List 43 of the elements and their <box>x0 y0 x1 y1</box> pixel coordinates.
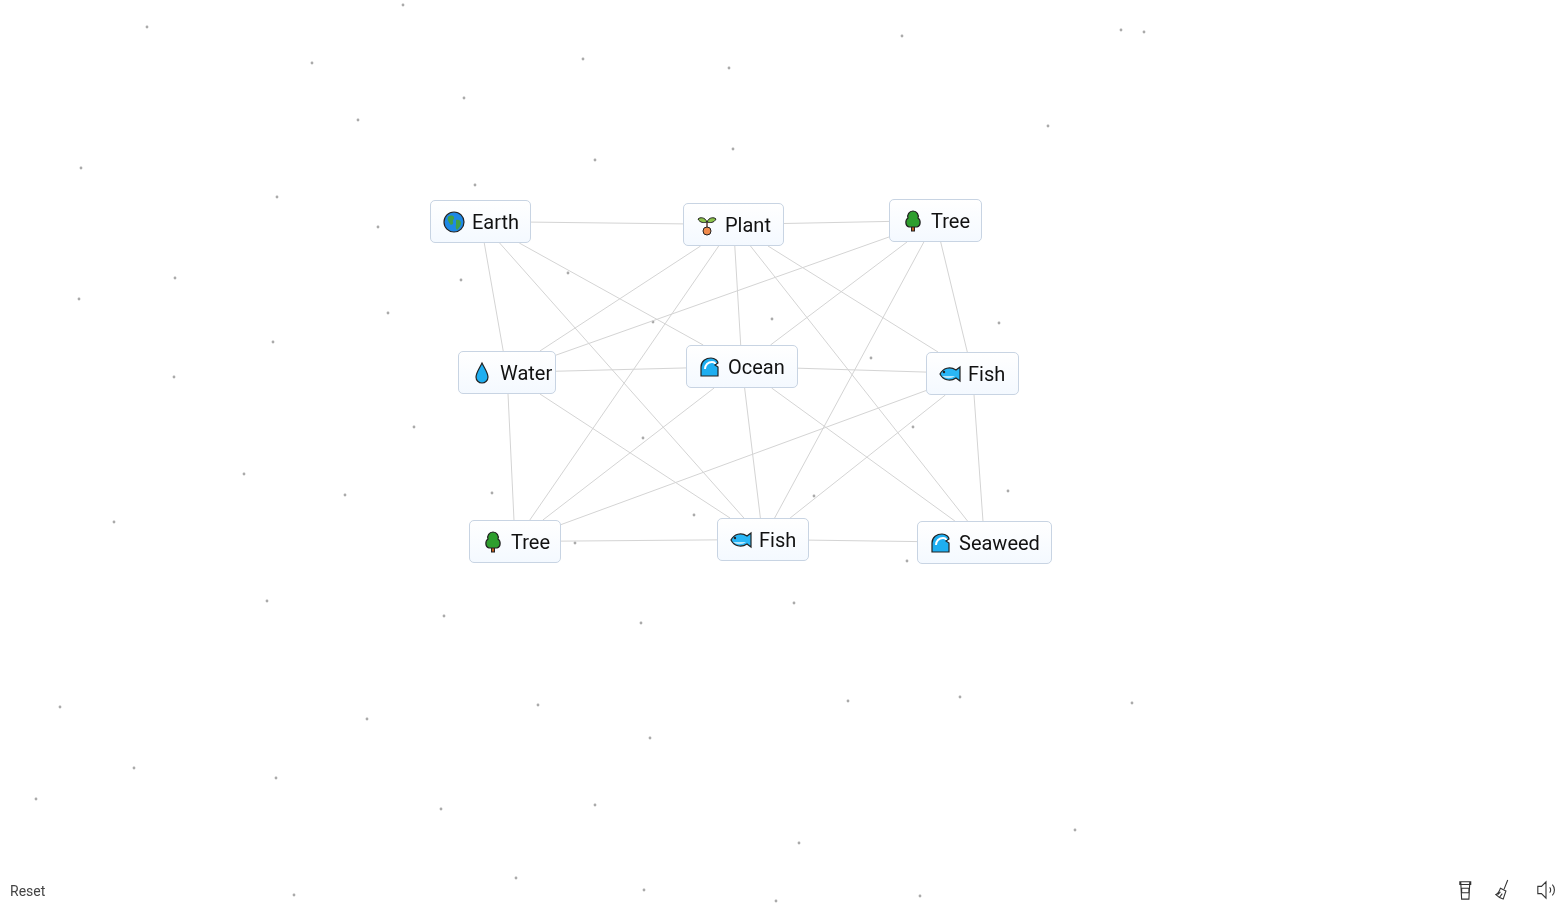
element-name: Ocean <box>728 354 785 379</box>
connector-line <box>555 236 890 356</box>
connector-line <box>767 245 939 353</box>
element-card <box>458 351 556 394</box>
element-name: Tree <box>511 529 550 554</box>
element-card <box>926 352 1019 395</box>
element-card <box>889 199 982 242</box>
element-name: Tree <box>931 208 970 233</box>
reset-link: Reset <box>10 883 46 899</box>
connector-line <box>789 394 946 519</box>
connector-line <box>539 245 702 352</box>
element-name: Plant <box>725 212 771 237</box>
connector-line <box>530 221 684 225</box>
connector-line <box>797 367 927 373</box>
element-name: Seaweed <box>959 530 1040 555</box>
element-name: Fish <box>968 361 1006 386</box>
connector-line <box>749 245 969 522</box>
connector-line <box>770 241 908 346</box>
connector-line <box>940 241 968 353</box>
connector-line <box>734 245 742 346</box>
element-name: Fish <box>759 527 797 552</box>
connector-line <box>774 241 925 519</box>
connector-line <box>808 539 918 543</box>
connector-line <box>973 394 984 522</box>
element-card <box>430 200 531 243</box>
element-card <box>683 203 784 246</box>
element-name: Earth <box>472 209 520 234</box>
connector-line <box>499 242 745 519</box>
connector-line <box>483 242 504 352</box>
element-name: Water <box>500 360 553 385</box>
connector-line <box>771 387 956 522</box>
element-card <box>917 521 1052 564</box>
element-card <box>469 520 561 563</box>
connector-line <box>783 220 890 224</box>
element-card <box>717 518 809 561</box>
connector-line <box>518 242 704 346</box>
connector-line <box>555 367 687 372</box>
element-card <box>686 345 798 388</box>
connector-line <box>744 387 761 519</box>
connector-line <box>507 393 515 521</box>
connector-line <box>560 539 718 542</box>
connector-line <box>529 245 720 521</box>
connector-line <box>560 390 927 526</box>
